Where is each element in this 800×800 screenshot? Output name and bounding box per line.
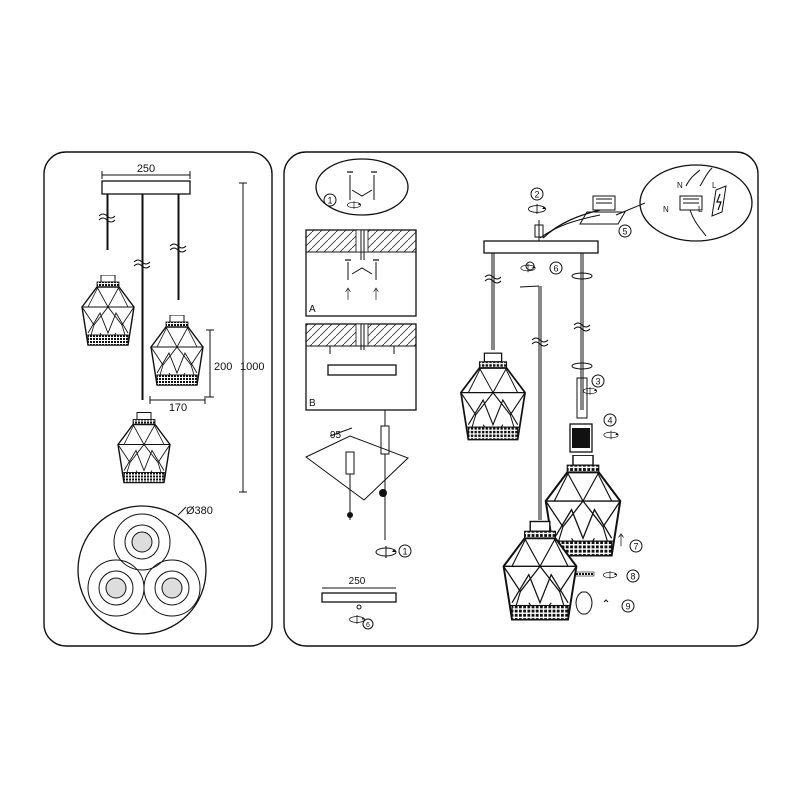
step9-marker [621,599,635,613]
svg-text:N: N [663,205,669,214]
plan-view: Ø380 [77,505,213,635]
terminal-block-icon [592,195,616,211]
svg-text:9: 9 [625,602,630,612]
mounting-bar: 250 6 [321,576,397,630]
svg-text:6: 6 [553,264,558,274]
canopy-right [483,240,599,254]
right-panel: 1 A B [283,151,759,647]
mount-b: B [305,323,417,411]
shade-height-label: 200 [214,361,232,373]
shade-diameter-label: 170 [169,402,187,414]
svg-text:1: 1 [402,547,407,557]
svg-text:L: L [712,181,717,190]
svg-text:5: 5 [622,227,627,237]
mount-a-label: A [309,304,316,315]
svg-text:3: 3 [595,377,600,387]
canopy [101,180,191,195]
svg-text:4: 4 [607,416,612,426]
step1-number: 1 [327,196,332,206]
svg-text:2: 2 [534,190,539,200]
step2-marker [530,187,544,201]
step6-marker [549,261,563,275]
break-mark [98,213,116,219]
spread-diameter-label: Ø380 [186,505,213,517]
warning-icon [711,185,727,217]
step3-marker [591,374,605,388]
mount-b-label: B [309,398,316,409]
spread-circle [77,505,207,635]
bar-length-label: 250 [349,576,366,587]
canopy-width-label: 250 [137,163,155,175]
svg-text:6: 6 [366,622,370,629]
main-assembly: 2 5 N L N L [459,164,753,621]
step1-marker-b [398,544,412,558]
step5-marker [618,224,632,238]
total-height-label: 1000 [240,361,264,373]
mount-a: A [305,229,417,317]
socket [569,423,593,453]
left-panel: 250 1000 200 170 [43,151,273,647]
drilling-template: 95 1 [305,410,412,559]
step1-marker [323,193,337,207]
step4-marker [603,413,617,427]
hole-spacing-label: 95 [330,430,342,441]
step8-marker [626,569,640,583]
step7-marker [629,539,643,553]
step1-detail-oval [315,158,409,216]
wiring-detail-oval [639,164,753,242]
svg-text:7: 7 [633,542,638,552]
svg-text:8: 8 [630,572,635,582]
svg-text:N: N [677,181,683,190]
